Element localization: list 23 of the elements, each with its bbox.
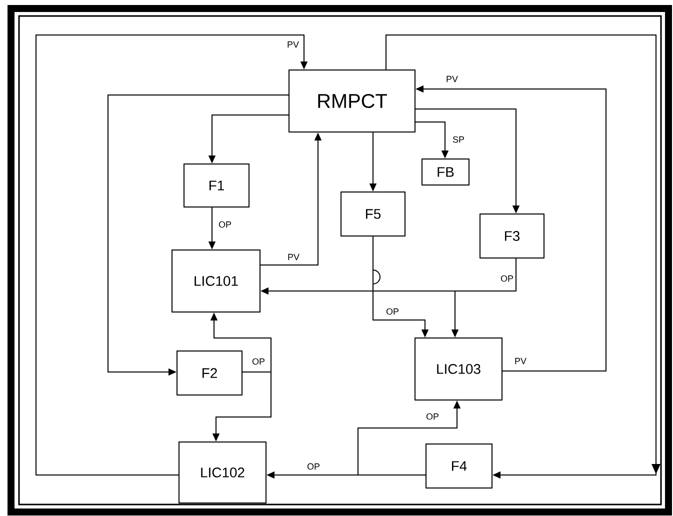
edge-label: OP: [252, 358, 266, 366]
arrow: [386, 34, 660, 479]
edge-label: PV: [287, 253, 300, 261]
edge-label: OP: [500, 274, 514, 282]
edge-label: OP: [426, 412, 440, 420]
edge-label: OP: [306, 462, 320, 470]
process-box: FB: [422, 158, 470, 186]
edge-label: SP: [452, 136, 465, 144]
process-box: LIC103: [414, 338, 502, 400]
process-box: F5: [340, 192, 406, 236]
edge-label: PV: [514, 357, 527, 365]
edge-label: OP: [386, 308, 400, 316]
process-box: RMPCT: [288, 70, 416, 132]
process-box: F1: [184, 164, 250, 208]
process-box: F4: [426, 444, 492, 488]
arrow: [36, 34, 308, 476]
process-box: LIC101: [172, 250, 260, 312]
process-box: LIC102: [178, 442, 266, 504]
process-box: F2: [176, 350, 242, 396]
edge-label: OP: [218, 220, 232, 228]
process-box: F3: [480, 214, 544, 258]
signal-label: PV: [446, 75, 458, 83]
edge-label: PV: [286, 40, 300, 48]
